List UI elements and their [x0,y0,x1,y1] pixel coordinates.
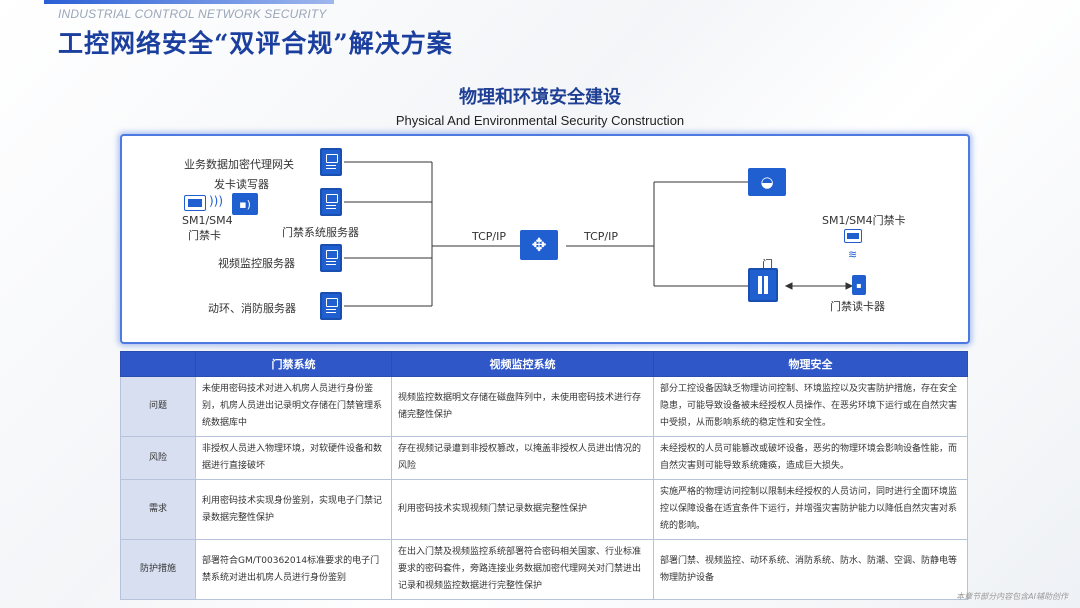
row-label-problem: 问题 [120,376,196,437]
page-title: 工控网络安全“双评合规”解决方案 [58,29,453,58]
table-cell: 存在视频记录遭到非授权篡改，以掩盖非授权人员进出情况的风险 [391,436,654,480]
env-fire-server-icon [320,292,342,320]
table-cell: 在出入门禁及视频监控系统部署符合密码相关国家、行业标准要求的密码套件，旁路连接业… [391,539,654,600]
row-label-risk: 风险 [120,436,196,480]
table-row: 问题 未使用密码技术对进入机房人员进行身份鉴别，机房人员进出记录明文存储在门禁管… [120,376,968,437]
wireless-signal-icon: ))) [209,194,224,208]
encrypt-gateway-label: 业务数据加密代理网关 [184,158,294,171]
tcpip-left-label: TCP/IP [472,230,506,243]
tcpip-right-label: TCP/IP [584,230,618,243]
card-writer-icon: ▪) [232,193,258,215]
dome-camera-icon: ◒ [748,168,786,196]
header-tagline: INDUSTRIAL CONTROL NETWORK SECURITY [58,7,327,21]
wireless-signal-right-icon: ≋ [848,248,858,261]
door-label: 门 [762,258,773,271]
requirements-table: 门禁系统 视频监控系统 物理安全 问题 未使用密码技术对进入机房人员进行身份鉴别… [120,351,968,600]
access-card-icon [184,195,206,211]
row-label-need: 需求 [120,479,196,540]
sm-card-left-label-line1: SM1/SM4 [182,214,233,227]
table-cell: 部分工控设备因缺乏物理访问控制、环境监控以及灾害防护措施，存在安全隐患，可能导致… [653,376,968,437]
table-cell: 未经授权的人员可能篡改或破坏设备，恶劣的物理环境会影响设备性能，而自然灾害则可能… [653,436,968,480]
table-header-physical: 物理安全 [653,351,968,377]
access-card-right-icon [844,229,862,243]
section-title: 物理和环境安全建设 [459,87,621,108]
access-server-icon [320,188,342,216]
card-writer-label: 发卡读写器 [214,178,269,191]
sm-card-right-label: SM1/SM4门禁卡 [822,214,906,227]
table-cell: 视频监控数据明文存储在磁盘阵列中，未使用密码技术进行存储完整性保护 [391,376,654,437]
video-server-icon [320,244,342,272]
diagram-connections [344,161,854,307]
table-row: 风险 非授权人员进入物理环境，对软硬件设备和数据进行直接破坏 存在视频记录遭到非… [120,436,968,480]
footnote: 本章节部分内容包含AI辅助创作 [956,592,1068,601]
access-server-label: 门禁系统服务器 [282,226,359,239]
network-diagram: 业务数据加密代理网关 发卡读写器 ))) ▪) SM1/SM4 门禁卡 门禁系统… [120,134,970,344]
row-label-measures: 防护措施 [120,539,196,600]
table-cell: 未使用密码技术对进入机房人员进行身份鉴别，机房人员进出记录明文存储在门禁管理系统… [195,376,392,437]
table-header-blank [120,351,196,377]
sm-card-left-label-line2: 门禁卡 [188,229,221,242]
table-cell: 部署符合GM/T00362014标准要求的电子门禁系统对进出机房人员进行身份鉴别 [195,539,392,600]
table-cell: 非授权人员进入物理环境，对软硬件设备和数据进行直接破坏 [195,436,392,480]
table-header-access: 门禁系统 [195,351,392,377]
table-row: 防护措施 部署符合GM/T00362014标准要求的电子门禁系统对进出机房人员进… [120,539,968,600]
section-subtitle: Physical And Environmental Security Cons… [395,113,685,128]
card-reader-label: 门禁读卡器 [830,300,885,313]
table-header-video: 视频监控系统 [391,351,654,377]
table-row: 需求 利用密码技术实现身份鉴别，实现电子门禁记录数据完整性保护 利用密码技术实现… [120,479,968,540]
env-fire-server-label: 动环、消防服务器 [208,302,296,315]
top-accent-bar [44,0,334,4]
card-reader-icon: ▪ [852,275,866,295]
network-switch-icon: ✥ [520,230,558,260]
table-cell: 利用密码技术实现身份鉴别，实现电子门禁记录数据完整性保护 [195,479,392,540]
table-header-row: 门禁系统 视频监控系统 物理安全 [120,351,968,377]
door-icon [748,268,778,302]
table-cell: 利用密码技术实现视频门禁记录数据完整性保护 [391,479,654,540]
encrypt-gateway-server-icon [320,148,342,176]
table-cell: 部署门禁、视频监控、动环系统、消防系统、防水、防潮、空调、防静电等物理防护设备 [653,539,968,600]
table-cell: 实施严格的物理访问控制以限制未经授权的人员访问，同时进行全面环境监控以保障设备在… [653,479,968,540]
video-server-label: 视频监控服务器 [218,257,295,270]
